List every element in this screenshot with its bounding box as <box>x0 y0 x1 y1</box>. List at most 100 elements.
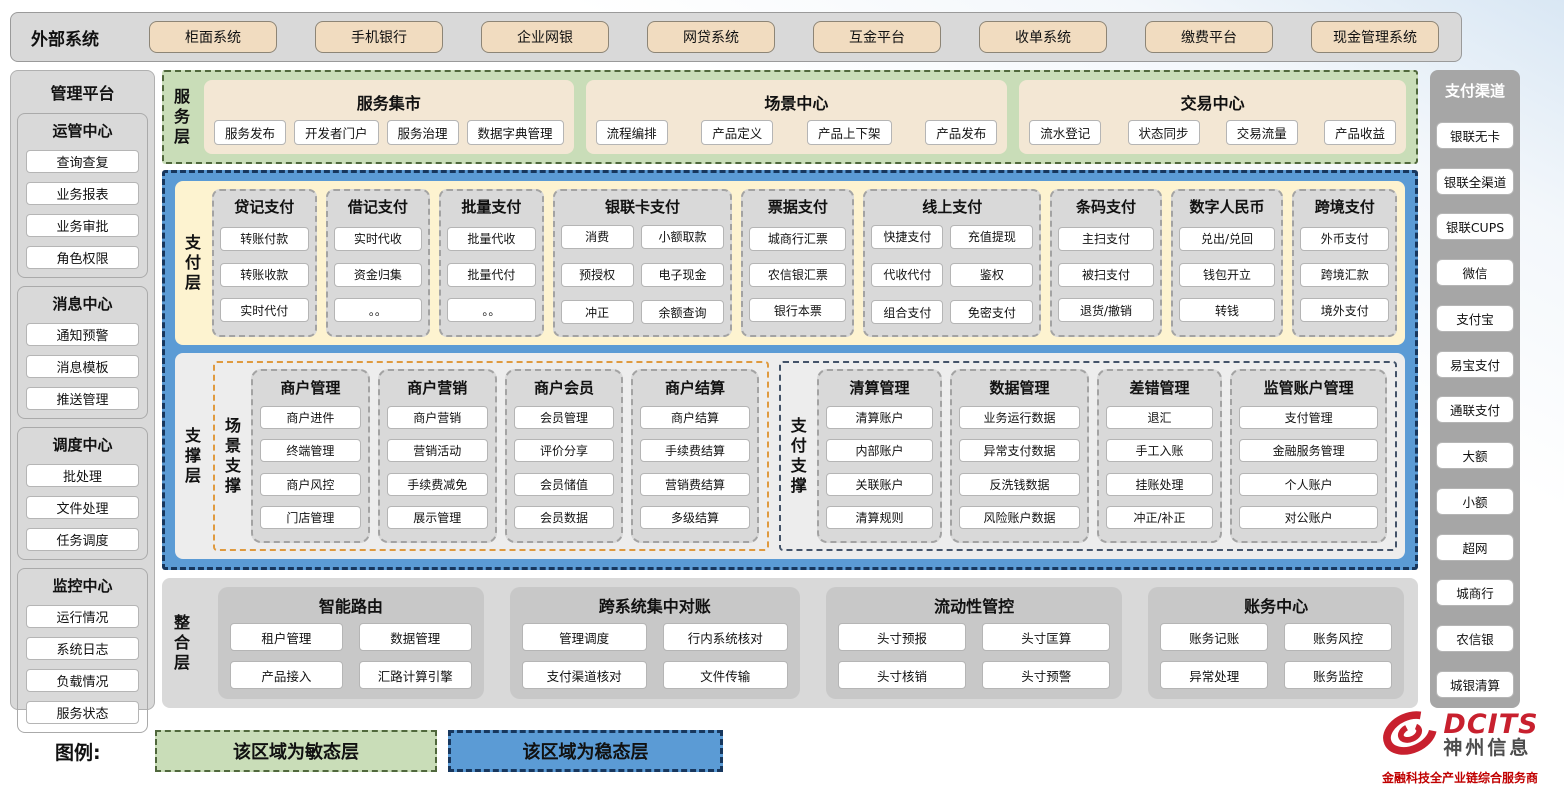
module-button[interactable]: 代收代付 <box>871 262 944 287</box>
module-button[interactable]: 开发者门户 <box>294 119 379 145</box>
module-button[interactable]: 服务治理 <box>386 119 459 145</box>
module-button[interactable]: 钱包开立 <box>1178 262 1276 287</box>
module-button[interactable]: 小额取款 <box>640 224 725 249</box>
module-button[interactable]: 数据字典管理 <box>466 119 564 145</box>
module-button[interactable]: 境外支付 <box>1300 298 1390 323</box>
module-button[interactable]: 电子现金 <box>640 262 725 287</box>
channel-button[interactable]: 小额 <box>1436 487 1514 515</box>
module-button[interactable]: 文件传输 <box>662 661 788 689</box>
module-button[interactable]: 消息模板 <box>26 355 139 378</box>
external-system-button[interactable]: 手机银行 <box>315 21 443 53</box>
external-system-button[interactable]: 缴费平台 <box>1145 21 1273 53</box>
module-button[interactable]: 商户进件 <box>260 406 361 430</box>
module-button[interactable]: 农信银汇票 <box>749 262 847 287</box>
module-button[interactable]: 兑出/兑回 <box>1178 226 1276 251</box>
module-button[interactable]: 。。 <box>447 298 536 323</box>
module-button[interactable]: 余额查询 <box>640 300 725 325</box>
module-button[interactable]: 交易流量 <box>1225 119 1298 145</box>
module-button[interactable]: 对公账户 <box>1239 505 1378 529</box>
module-button[interactable]: 内部账户 <box>825 439 934 463</box>
module-button[interactable]: 头寸预警 <box>982 661 1111 689</box>
module-button[interactable]: 营销费结算 <box>640 472 750 496</box>
module-button[interactable]: 推送管理 <box>26 387 139 410</box>
module-button[interactable]: 产品上下架 <box>807 119 892 145</box>
channel-button[interactable]: 城商行 <box>1436 579 1514 607</box>
module-button[interactable]: 头寸核销 <box>837 661 967 689</box>
module-button[interactable]: 实时代收 <box>333 226 423 251</box>
module-button[interactable]: 外币支付 <box>1300 226 1390 251</box>
module-button[interactable]: 资金归集 <box>333 262 423 287</box>
external-system-button[interactable]: 现金管理系统 <box>1311 21 1439 53</box>
channel-button[interactable]: 城银清算 <box>1436 670 1514 698</box>
module-button[interactable]: 系统日志 <box>26 637 139 660</box>
module-button[interactable]: 批处理 <box>26 464 139 487</box>
module-button[interactable]: 负载情况 <box>26 669 139 692</box>
module-button[interactable]: 免密支付 <box>950 300 1034 325</box>
channel-button[interactable]: 微信 <box>1436 259 1514 287</box>
module-button[interactable]: 实时代付 <box>220 298 309 323</box>
module-button[interactable]: 冲正 <box>560 300 634 325</box>
module-button[interactable]: 异常支付数据 <box>959 439 1080 463</box>
module-button[interactable]: 商户结算 <box>640 406 750 430</box>
module-button[interactable]: 商户营销 <box>386 406 488 430</box>
module-button[interactable]: 转钱 <box>1178 298 1276 323</box>
module-button[interactable]: 状态同步 <box>1127 119 1200 145</box>
module-button[interactable]: 产品收益 <box>1323 119 1396 145</box>
module-button[interactable]: 转账收款 <box>220 262 309 287</box>
module-button[interactable]: 评价分享 <box>513 439 615 463</box>
module-button[interactable]: 预授权 <box>560 262 634 287</box>
module-button[interactable]: 业务运行数据 <box>959 406 1080 430</box>
module-button[interactable]: 产品定义 <box>701 119 774 145</box>
channel-button[interactable]: 超网 <box>1436 533 1514 561</box>
module-button[interactable]: 支付管理 <box>1239 406 1378 430</box>
module-button[interactable]: 被扫支付 <box>1058 262 1154 287</box>
module-button[interactable]: 金融服务管理 <box>1239 439 1378 463</box>
external-system-button[interactable]: 互金平台 <box>813 21 941 53</box>
module-button[interactable]: 头寸预报 <box>837 623 967 651</box>
module-button[interactable]: 商户风控 <box>260 472 361 496</box>
module-button[interactable]: 主扫支付 <box>1058 226 1154 251</box>
external-system-button[interactable]: 柜面系统 <box>149 21 277 53</box>
module-button[interactable]: 冲正/补正 <box>1105 505 1214 529</box>
module-button[interactable]: 终端管理 <box>260 439 361 463</box>
module-button[interactable]: 个人账户 <box>1239 472 1378 496</box>
module-button[interactable]: 头寸匡算 <box>982 623 1111 651</box>
module-button[interactable]: 退货/撤销 <box>1058 298 1154 323</box>
module-button[interactable]: 行内系统核对 <box>662 623 788 651</box>
module-button[interactable]: 查询查复 <box>26 150 139 173</box>
channel-button[interactable]: 农信银 <box>1436 625 1514 653</box>
module-button[interactable]: 门店管理 <box>260 505 361 529</box>
channel-button[interactable]: 银联CUPS <box>1436 213 1514 241</box>
module-button[interactable]: 手工入账 <box>1105 439 1214 463</box>
module-button[interactable]: 批量代付 <box>447 262 536 287</box>
module-button[interactable]: 支付渠道核对 <box>521 661 647 689</box>
module-button[interactable]: 挂账处理 <box>1105 472 1214 496</box>
module-button[interactable]: 异常处理 <box>1160 661 1269 689</box>
module-button[interactable]: 展示管理 <box>386 505 488 529</box>
module-button[interactable]: 文件处理 <box>26 496 139 519</box>
channel-button[interactable]: 通联支付 <box>1436 396 1514 424</box>
module-button[interactable]: 账务监控 <box>1284 661 1392 689</box>
module-button[interactable]: 。。 <box>333 298 423 323</box>
module-button[interactable]: 产品发布 <box>925 119 998 145</box>
module-button[interactable]: 跨境汇款 <box>1300 262 1390 287</box>
module-button[interactable]: 汇路计算引擎 <box>358 661 472 689</box>
module-button[interactable]: 运行情况 <box>26 605 139 628</box>
module-button[interactable]: 清算规则 <box>825 505 934 529</box>
module-button[interactable]: 账务风控 <box>1284 623 1392 651</box>
module-button[interactable]: 账务记账 <box>1160 623 1269 651</box>
external-system-button[interactable]: 收单系统 <box>979 21 1107 53</box>
module-button[interactable]: 流程编排 <box>595 119 668 145</box>
module-button[interactable]: 数据管理 <box>358 623 472 651</box>
module-button[interactable]: 管理调度 <box>521 623 647 651</box>
module-button[interactable]: 手续费结算 <box>640 439 750 463</box>
module-button[interactable]: 转账付款 <box>220 226 309 251</box>
channel-button[interactable]: 银联无卡 <box>1436 121 1514 149</box>
external-system-button[interactable]: 网贷系统 <box>647 21 775 53</box>
module-button[interactable]: 角色权限 <box>26 246 139 269</box>
module-button[interactable]: 多级结算 <box>640 505 750 529</box>
module-button[interactable]: 充值提现 <box>950 224 1034 249</box>
module-button[interactable]: 通知预警 <box>26 323 139 346</box>
channel-button[interactable]: 支付宝 <box>1436 304 1514 332</box>
module-button[interactable]: 会员储值 <box>513 472 615 496</box>
